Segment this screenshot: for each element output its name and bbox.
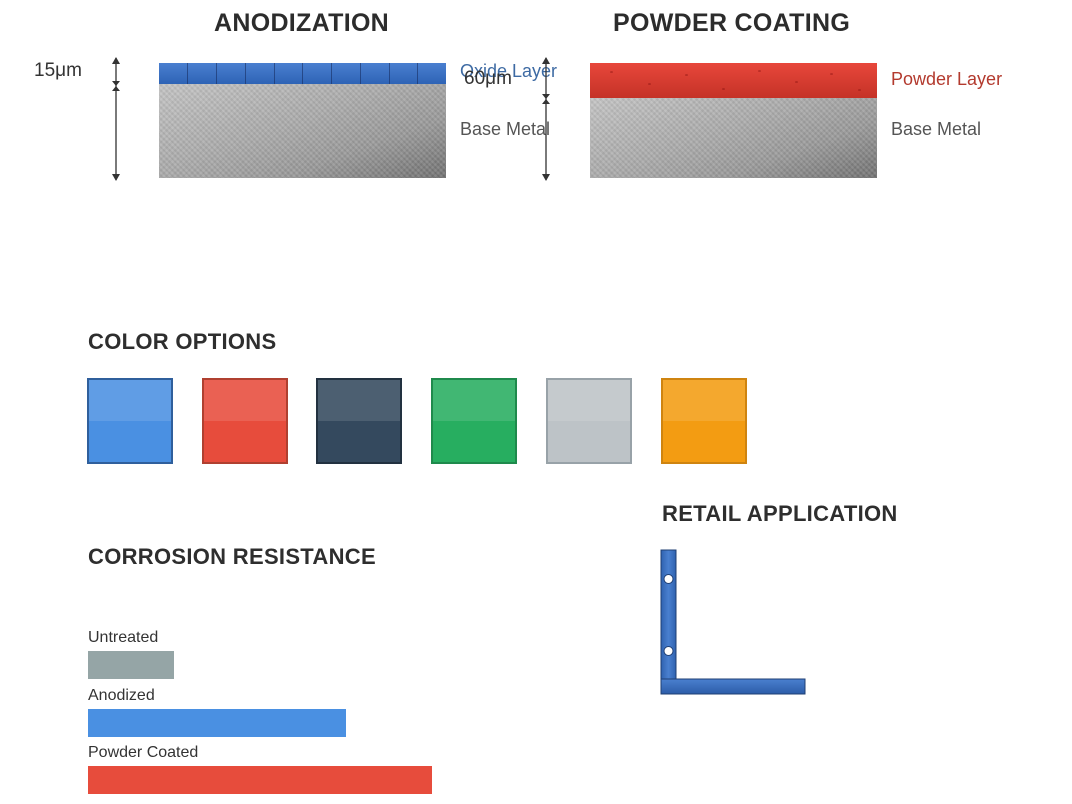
powder-dimension-arrow bbox=[542, 57, 550, 181]
oxide-layer bbox=[159, 63, 446, 84]
corrosion-bar-powder-coated bbox=[88, 766, 432, 794]
color-swatch-silver[interactable] bbox=[545, 378, 632, 464]
powder-layer bbox=[590, 63, 877, 98]
color-options-title: COLOR OPTIONS bbox=[88, 329, 277, 354]
corrosion-bar-label: Anodized bbox=[88, 686, 155, 704]
anodization-thickness-label: 15μm bbox=[34, 60, 82, 81]
color-swatch-red[interactable] bbox=[201, 378, 288, 464]
color-swatch-green[interactable] bbox=[431, 378, 518, 464]
powder-coating-title: POWDER COATING bbox=[613, 9, 851, 37]
bracket-screw-hole-bottom bbox=[663, 646, 674, 656]
corrosion-resistance-title: CORROSION RESISTANCE bbox=[88, 544, 376, 569]
powder-layer-label: Powder Layer bbox=[891, 69, 1003, 89]
color-swatch-blue[interactable] bbox=[87, 378, 173, 464]
anodization-base-metal bbox=[159, 84, 446, 178]
oxide-layer-label: Oxide Layer bbox=[460, 61, 558, 81]
anodization-title: ANODIZATION bbox=[214, 9, 390, 37]
anodization-dimension-arrow bbox=[112, 57, 120, 181]
corrosion-bar-anodized bbox=[88, 708, 346, 737]
l-bracket-illustration bbox=[660, 549, 806, 695]
powder-base-metal bbox=[590, 98, 877, 178]
corrosion-bar-label: Powder Coated bbox=[88, 744, 199, 761]
color-swatch-orange[interactable] bbox=[660, 378, 747, 464]
powder-base-metal-label: Base Metal bbox=[891, 119, 982, 139]
anodization-base-metal-label: Base Metal bbox=[460, 119, 551, 139]
powder-thickness-label: 60μm bbox=[464, 68, 512, 89]
corrosion-bar-untreated bbox=[88, 651, 174, 679]
corrosion-bar-label: Untreated bbox=[88, 629, 159, 646]
color-swatch-navy[interactable] bbox=[316, 378, 403, 464]
retail-application-title: RETAIL APPLICATION bbox=[662, 501, 898, 526]
bracket-screw-hole-top bbox=[663, 574, 674, 584]
